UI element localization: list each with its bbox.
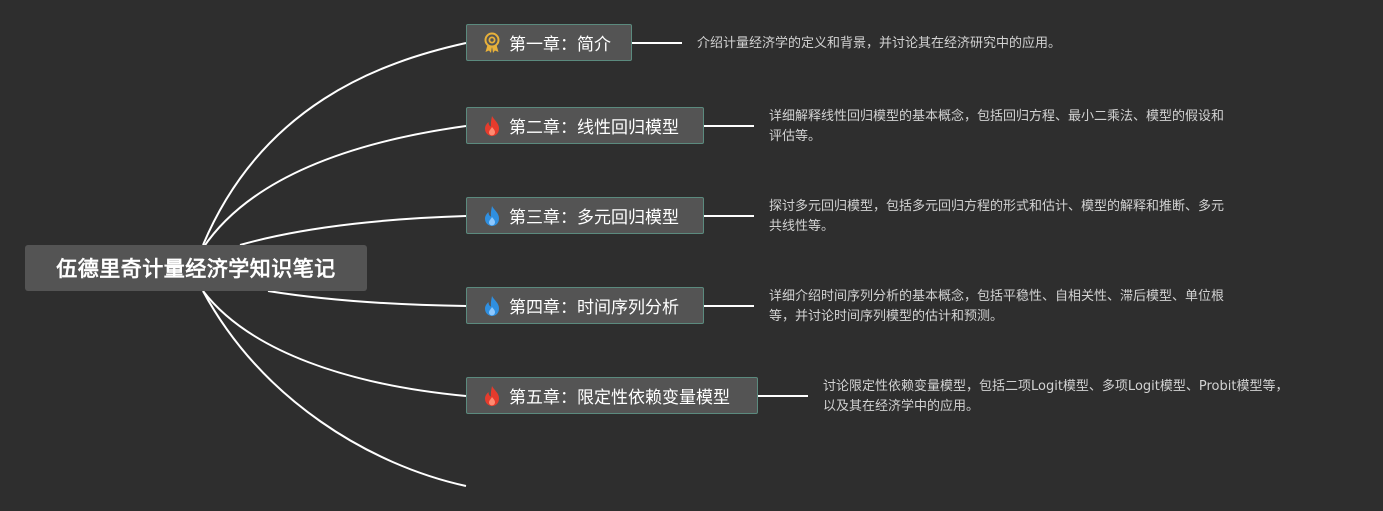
branch-line-3 [239,215,467,246]
flame-icon [481,385,503,407]
topic-chapter-3[interactable]: 第三章：多元回归模型 [466,197,704,234]
flame-icon [481,205,503,227]
root-topic[interactable]: 伍德里奇计量经济学知识笔记 [25,245,367,291]
note-line: 共线性等。 [769,219,835,234]
branch-line-2 [202,125,467,249]
topic-label: 第三章：多元回归模型 [509,208,679,228]
flame-icon [481,115,503,137]
topic-label: 第五章：限定性依赖变量模型 [509,388,730,408]
note-line: 等，并讨论时间序列模型的估计和预测。 [769,309,1004,324]
note-line: 评估等。 [769,129,822,144]
topic-label: 第四章：时间序列分析 [509,298,679,318]
note-line: 详细解释线性回归模型的基本概念，包括回归方程、最小二乘法、模型的假设和 [769,109,1225,124]
note-line: 以及其在经济学中的应用。 [823,399,980,414]
note-line: 讨论限定性依赖变量模型，包括二项Logit模型、多项Logit模型、Probit… [823,379,1289,394]
topic-chapter-1[interactable]: 第一章：简介 [466,24,632,61]
topic-chapter-2[interactable]: 第二章：线性回归模型 [466,107,704,144]
note-line: 介绍计量经济学的定义和背景，并讨论其在经济研究中的应用。 [697,36,1062,51]
branch-line-4 [267,290,467,307]
note-chapter-2: 详细解释线性回归模型的基本概念，包括回归方程、最小二乘法、模型的假设和 评估等。 [769,107,1224,147]
note-chapter-4: 详细介绍时间序列分析的基本概念，包括平稳性、自相关性、滞后模型、单位根 等，并讨… [769,287,1224,327]
root-topic-label: 伍德里奇计量经济学知识笔记 [56,257,336,281]
topic-label: 第一章：简介 [509,35,611,55]
branch-line-1 [202,42,467,246]
note-chapter-1: 介绍计量经济学的定义和背景，并讨论其在经济研究中的应用。 [697,34,1061,54]
note-chapter-3: 探讨多元回归模型，包括多元回归方程的形式和估计、模型的解释和推断、多元 共线性等… [769,197,1224,237]
branch-line-6 [202,290,467,487]
note-line: 探讨多元回归模型，包括多元回归方程的形式和估计、模型的解释和推断、多元 [769,199,1225,214]
topic-label: 第二章：线性回归模型 [509,118,679,138]
topic-chapter-5[interactable]: 第五章：限定性依赖变量模型 [466,377,758,414]
note-chapter-5: 讨论限定性依赖变量模型，包括二项Logit模型、多项Logit模型、Probit… [823,377,1288,417]
flame-icon [481,295,503,317]
branch-line-5 [202,290,467,397]
topic-chapter-4[interactable]: 第四章：时间序列分析 [466,287,704,324]
award-badge-icon [481,32,503,54]
note-line: 详细介绍时间序列分析的基本概念，包括平稳性、自相关性、滞后模型、单位根 [769,289,1225,304]
